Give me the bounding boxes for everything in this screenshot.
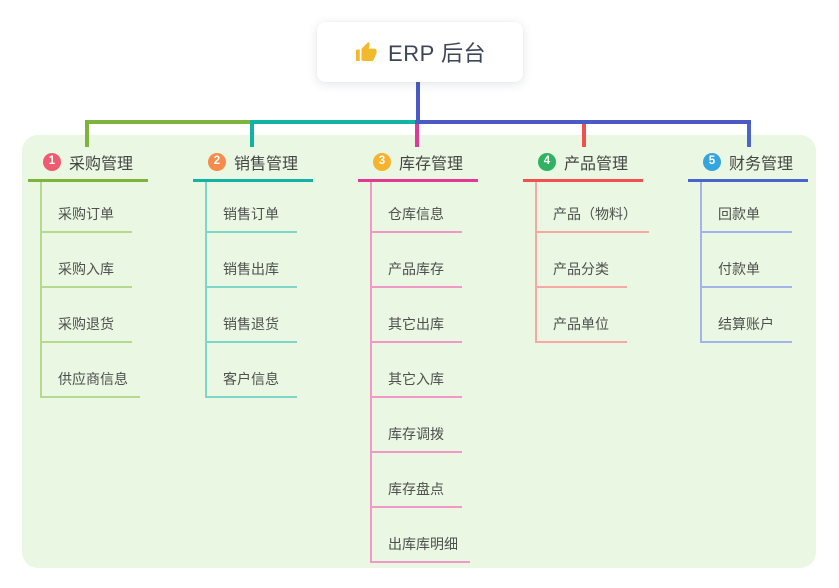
- child-node-label: 销售退货: [223, 316, 279, 332]
- branches-panel: [22, 135, 816, 568]
- connector-bus-right: [415, 120, 751, 124]
- branch-number-badge: 3: [373, 153, 391, 171]
- branch-label: 采购管理: [69, 156, 134, 173]
- connector-bus-left: [85, 120, 252, 124]
- child-node-label: 产品库存: [388, 261, 444, 277]
- child-node[interactable]: 回款单: [702, 182, 792, 233]
- child-node[interactable]: 库存调拨: [372, 398, 462, 453]
- branch-children-list: 产品（物料） 产品分类产品单位: [535, 182, 649, 343]
- child-node[interactable]: 供应商信息: [42, 343, 140, 398]
- branch-node: 1 采购管理 采购订单采购入库采购退货供应商信息: [28, 148, 148, 398]
- child-node[interactable]: 付款单: [702, 233, 792, 288]
- child-node-label: 采购入库: [58, 261, 114, 277]
- child-node[interactable]: 其它出库: [372, 288, 462, 343]
- connector-drop-4: [582, 120, 586, 147]
- child-node-label: 销售订单: [223, 206, 279, 222]
- branch-title[interactable]: 3 库存管理: [358, 148, 478, 182]
- child-node-label: 库存调拨: [388, 426, 444, 442]
- child-node-label: 出库库明细: [388, 536, 458, 552]
- branch-node: 2 销售管理 销售订单销售出库销售退货客户信息: [193, 148, 313, 398]
- child-node-label: 付款单: [718, 261, 760, 277]
- child-node[interactable]: 采购入库: [42, 233, 132, 288]
- child-node[interactable]: 客户信息: [207, 343, 297, 398]
- child-node[interactable]: 其它入库: [372, 343, 462, 398]
- child-node-label: 产品单位: [553, 316, 609, 332]
- child-node[interactable]: 库存盘点: [372, 453, 462, 508]
- branch-children-list: 回款单付款单结算账户: [700, 182, 792, 343]
- branch-children-list: 销售订单销售出库销售退货客户信息: [205, 182, 297, 398]
- child-node-label: 结算账户: [718, 316, 774, 332]
- child-node[interactable]: 仓库信息: [372, 182, 462, 233]
- child-node-label: 销售出库: [223, 261, 279, 277]
- branch-label: 财务管理: [729, 156, 794, 173]
- child-node[interactable]: 采购订单: [42, 182, 132, 233]
- branch-label: 产品管理: [564, 156, 629, 173]
- root-node-title: ERP 后台: [388, 41, 486, 66]
- child-node-label: 采购退货: [58, 316, 114, 332]
- child-node-label: 仓库信息: [388, 206, 444, 222]
- child-node-label: 采购订单: [58, 206, 114, 222]
- branch-label: 库存管理: [399, 156, 464, 173]
- child-node-label: 其它出库: [388, 316, 444, 332]
- connector-drop-3: [415, 120, 419, 147]
- root-node-erp[interactable]: ERP 后台: [317, 22, 523, 82]
- child-node[interactable]: 产品（物料）: [537, 182, 649, 233]
- connector-bus-middle: [250, 120, 417, 124]
- connector-drop-5: [747, 120, 751, 147]
- branch-number-badge: 1: [43, 153, 61, 171]
- branch-title[interactable]: 5 财务管理: [688, 148, 808, 182]
- child-node-label: 供应商信息: [58, 371, 128, 387]
- branch-children-list: 采购订单采购入库采购退货供应商信息: [40, 182, 140, 398]
- child-node[interactable]: 销售出库: [207, 233, 297, 288]
- child-node-label: 库存盘点: [388, 481, 444, 497]
- connector-drop-2: [250, 120, 254, 147]
- child-node-label: 回款单: [718, 206, 760, 222]
- thumbs-up-icon: [356, 42, 377, 61]
- child-node[interactable]: 销售退货: [207, 288, 297, 343]
- child-node-label: 产品分类: [553, 261, 609, 277]
- branch-node: 5 财务管理 回款单付款单结算账户: [688, 148, 808, 343]
- branch-number-badge: 2: [208, 153, 226, 171]
- child-node-label: 客户信息: [223, 371, 279, 387]
- child-node[interactable]: 结算账户: [702, 288, 792, 343]
- child-node[interactable]: 产品分类: [537, 233, 627, 288]
- branch-number-badge: 5: [703, 153, 721, 171]
- branch-node: 3 库存管理 仓库信息产品库存其它出库其它入库库存调拨库存盘点出库库明细: [358, 148, 478, 563]
- child-node-label: 产品（物料）: [553, 206, 637, 222]
- child-node[interactable]: 产品库存: [372, 233, 462, 288]
- branch-node: 4 产品管理 产品（物料） 产品分类产品单位: [523, 148, 649, 343]
- child-node[interactable]: 产品单位: [537, 288, 627, 343]
- child-node[interactable]: 销售订单: [207, 182, 297, 233]
- child-node-label: 其它入库: [388, 371, 444, 387]
- connector-root-vertical: [416, 82, 420, 124]
- branch-title[interactable]: 2 销售管理: [193, 148, 313, 182]
- child-node[interactable]: 采购退货: [42, 288, 132, 343]
- connector-drop-1: [85, 120, 89, 147]
- branch-title[interactable]: 4 产品管理: [523, 148, 643, 182]
- branch-number-badge: 4: [538, 153, 556, 171]
- branch-title[interactable]: 1 采购管理: [28, 148, 148, 182]
- branch-children-list: 仓库信息产品库存其它出库其它入库库存调拨库存盘点出库库明细: [370, 182, 470, 563]
- branch-label: 销售管理: [234, 156, 299, 173]
- child-node[interactable]: 出库库明细: [372, 508, 470, 563]
